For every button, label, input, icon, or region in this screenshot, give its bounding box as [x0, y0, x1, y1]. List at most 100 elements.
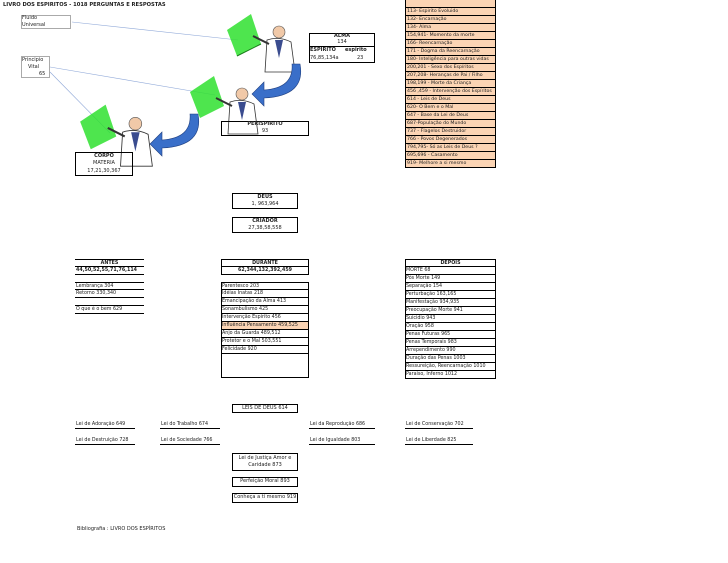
durante-item: Intervenção Espirito 456	[221, 314, 309, 322]
durante-item: Protetor e o Mal 503,551	[221, 338, 309, 346]
corpo-number: 17,21,30,367	[87, 168, 121, 174]
depois-item: Duração das Penas 1003	[405, 355, 496, 363]
list-item: 166- Reencarnação	[405, 40, 496, 48]
espirito-lower-label: espirito	[345, 47, 367, 53]
lei-item: Lei de Conservação 702	[405, 421, 473, 429]
perispirito-title: PERISPIRITO	[247, 121, 283, 127]
depois-item: Oração 958	[405, 323, 496, 331]
depois-item: Penas Temporais 983	[405, 339, 496, 347]
list-item: 207,208- Heranças de Pai / Filho	[405, 72, 496, 80]
perfeicao-label: Perfeição Moral 893	[240, 478, 290, 484]
durante-title: DURANTE	[221, 259, 309, 267]
conheca-label: Conheça a ti mesmo 919	[233, 494, 297, 500]
fluido-universal-box	[21, 15, 71, 29]
antes-refs: 44,50,52,55,71,76,114	[75, 267, 144, 275]
depois-item: MORTE 68	[405, 267, 496, 275]
lei-justica-box	[232, 453, 298, 471]
list-item: 171 - Dogma da Reencarnação	[405, 48, 496, 56]
vital-label: Vital	[28, 64, 40, 70]
list-item: 695,696 - Casamento	[405, 152, 496, 160]
criador-box	[232, 217, 298, 233]
depois-item: Manifestação 934,935	[405, 299, 496, 307]
depois-item: Ressureição, Reencarnação 1010	[405, 363, 496, 371]
corpo-title: CORPO	[94, 153, 114, 159]
list-item: 737 - Flagelos Destruidor	[405, 128, 496, 136]
alma-box	[309, 33, 375, 63]
durante-item: Sonambulismo 425	[221, 306, 309, 314]
lei-item: Lei de Destruição 728	[75, 437, 135, 445]
durante-item: Anjo da Guarda 489,512	[221, 330, 309, 338]
list-item: 614 - Leis de Deus	[405, 96, 496, 104]
perfeicao-box	[232, 477, 298, 487]
perispirito-box	[221, 121, 309, 136]
list-item: 200,201 - Sexo dos Espíritos	[405, 64, 496, 72]
durante-item: Idéias Inatas 218	[221, 290, 309, 298]
lei-item: Lei de Adoração 649	[75, 421, 135, 429]
lei-justica-line1: Lei de Justiça Amor e	[238, 455, 292, 461]
deus-box	[232, 193, 298, 209]
list-item: 134- Alma	[405, 24, 496, 32]
depois-item: Perturbação 163,165	[405, 291, 496, 299]
espirito-refs2: 23	[357, 55, 364, 61]
espirito-refs: 76,85,134a	[310, 55, 339, 61]
lei-item: Lei do Trabalho 674	[160, 421, 220, 429]
page-title: LIVRO DOS ESPIRITOS - 1018 PERGUNTAS E R…	[3, 2, 166, 8]
perispirito-number: 93	[261, 128, 269, 134]
lei-justica-line2: Caridade 873	[248, 462, 282, 468]
list-item-blank	[405, 0, 496, 8]
durante-item: Emancipação da Alma 413	[221, 298, 309, 306]
antes-item: Lembrança 304	[75, 282, 144, 290]
fluido-label: Fluido	[22, 15, 38, 21]
list-item: 687-População do Mundo	[405, 120, 496, 128]
lei-item: Lei de Sociedade 766	[160, 437, 220, 445]
list-item: 766 - Povos Degenerados	[405, 136, 496, 144]
criador-number: 27,38,58,558	[248, 225, 282, 231]
presenter-figure-icon	[80, 104, 153, 167]
corpo-sub: MATERIA	[93, 160, 115, 166]
depois-item: Preocupação Morte 941	[405, 307, 496, 315]
universal-label: Universal	[22, 22, 46, 28]
depois-item: Paraiso, Inferno 1012	[405, 371, 496, 379]
leis-de-deus-box	[232, 404, 298, 413]
list-item: 647 - Base da Lei de Deus	[405, 112, 496, 120]
depois-item: Pós Morte 149	[405, 275, 496, 283]
conheca-box	[232, 493, 298, 503]
durante-item: Parentesco 203	[221, 282, 309, 290]
blue-curved-arrow-icon	[149, 113, 200, 157]
antes-item	[75, 298, 144, 306]
list-item: 794,795- Só as Leis de Deus ?	[405, 144, 496, 152]
depois-item: Separação 154	[405, 283, 496, 291]
blue-curved-arrow-icon	[251, 63, 302, 107]
criador-title: CRIADOR	[252, 218, 278, 224]
list-item: 113- Espirito Evoluido	[405, 8, 496, 16]
deus-title: DEUS	[257, 194, 273, 200]
presenter-figure-icon	[190, 76, 259, 135]
durante-refs: 62,344,132,392,459	[221, 267, 309, 275]
alma-number: 134	[337, 39, 347, 45]
durante-item-highlighted: Influência Pensamento 459,525	[221, 322, 309, 330]
list-item: 198,199 - Morte da Criança	[405, 80, 496, 88]
bibliografia-label: Bibliografia : LIVRO DOS ESPÍRITOS	[77, 526, 166, 532]
lei-item: Lei de Liberdade 825	[405, 437, 473, 445]
list-item: 456 ,459 - Intervenção dos Espíritos	[405, 88, 496, 96]
presenter-figure-icon	[227, 14, 296, 73]
leis-de-deus-label: LEIS DE DEUS 614	[242, 405, 288, 411]
list-item: 620- O Bem e o Mal	[405, 104, 496, 112]
espirito-label: ESPIRITO	[310, 47, 336, 53]
antes-item: O que é o bem 629	[75, 306, 144, 314]
list-item: 154,941- Momento da morte	[405, 32, 496, 40]
principio-label: Principio	[22, 57, 44, 63]
deus-number: 1, 963,964	[251, 201, 279, 207]
corpo-box	[75, 152, 133, 176]
depois-item: Arrependimento 990	[405, 347, 496, 355]
list-item: 132- Encarnação	[405, 16, 496, 24]
durante-item: Felicidade 920	[221, 346, 309, 354]
depois-title: DEPOIS	[405, 259, 496, 267]
lei-item: Lei de Igualdade 803	[309, 437, 375, 445]
antes-title: ANTES	[75, 259, 144, 267]
depois-item: Penas Futuras 965	[405, 331, 496, 339]
principio-vital-box	[21, 56, 50, 78]
alma-title: ALMA	[334, 33, 350, 39]
list-item: 919- Melhore a si mesmo	[405, 160, 496, 168]
list-item: 180- Inteligência para outras vidas	[405, 56, 496, 64]
